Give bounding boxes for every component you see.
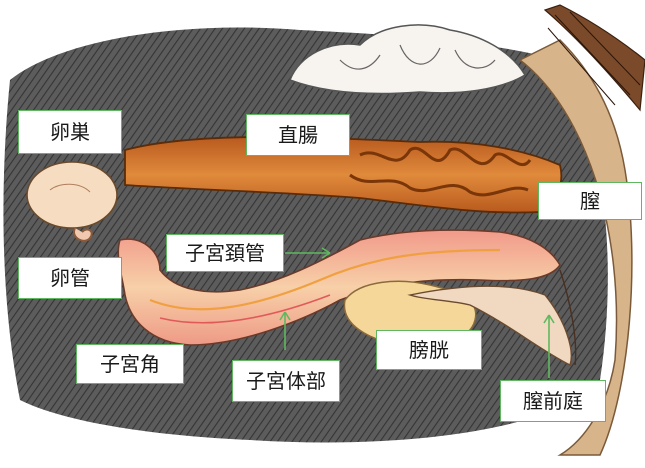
label-rectum-text: 直腸 [278, 125, 318, 145]
label-ovary: 卵巣 [18, 110, 122, 154]
label-oviduct: 卵管 [18, 257, 122, 299]
label-uterine-body-text: 子宮体部 [246, 371, 326, 391]
label-uterine-horn: 子宮角 [76, 344, 184, 384]
label-bladder-text: 膀胱 [409, 340, 449, 360]
label-ovary-text: 卵巣 [50, 122, 90, 142]
ovary-shape [27, 162, 117, 228]
label-vestibule-text: 膣前庭 [523, 391, 583, 411]
label-bladder: 膀胱 [376, 330, 482, 370]
label-uterine-body: 子宮体部 [232, 360, 340, 402]
label-oviduct-text: 卵管 [50, 268, 90, 288]
label-uterine-horn-text: 子宮角 [100, 354, 160, 374]
label-vagina-text: 膣 [580, 191, 600, 211]
label-vestibule: 膣前庭 [500, 380, 606, 422]
label-rectum: 直腸 [246, 114, 350, 156]
label-cervical-canal: 子宮頚管 [166, 234, 284, 272]
label-vagina: 膣 [538, 182, 642, 220]
label-cervical-canal-text: 子宮頚管 [185, 243, 265, 263]
